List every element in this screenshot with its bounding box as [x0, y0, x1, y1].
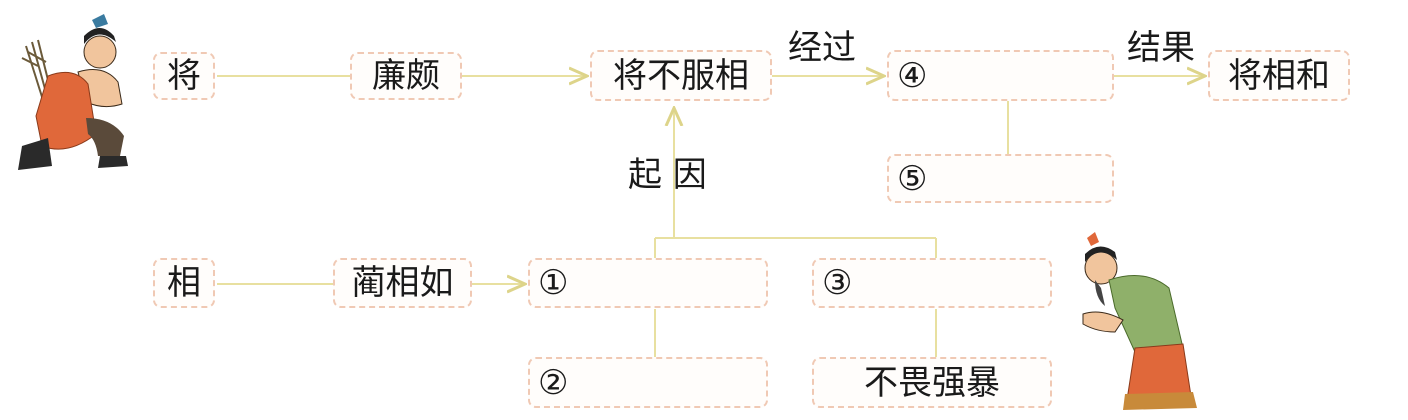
- lin-xiangru-figure: [1082, 232, 1197, 410]
- label-qiyin: 起 因: [628, 155, 707, 195]
- label-jingguo: 经过: [788, 28, 856, 68]
- node-linxiangru: 蔺相如: [333, 258, 472, 308]
- label-jieguo: 结果: [1127, 28, 1195, 68]
- node-4: ④: [887, 50, 1114, 101]
- node-xiang: 相: [153, 258, 215, 308]
- node-5: ⑤: [887, 154, 1114, 203]
- node-2: ②: [528, 357, 768, 408]
- node-lianpo: 廉颇: [350, 52, 462, 100]
- node-jiang: 将: [153, 52, 215, 100]
- node-jiang-bu-fu-xiang: 将不服相: [590, 50, 772, 101]
- node-1: ①: [528, 258, 768, 308]
- node-jiang-xiang-he: 将相和: [1208, 50, 1350, 101]
- lian-po-figure: [18, 14, 128, 170]
- node-3: ③: [812, 258, 1052, 308]
- node-bu-wei-qiang-bao: 不畏强暴: [812, 357, 1052, 408]
